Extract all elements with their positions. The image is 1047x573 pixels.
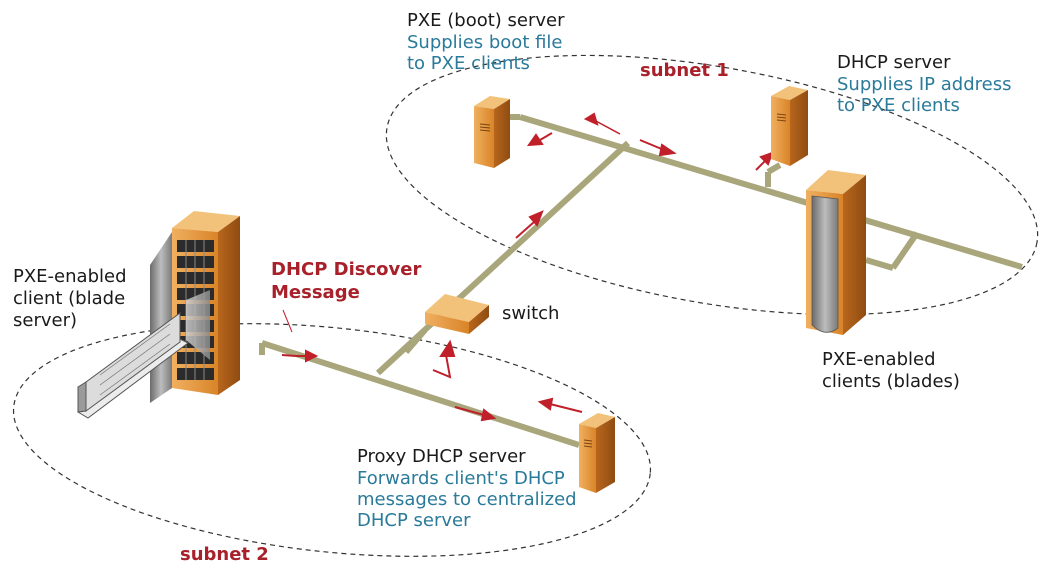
red-arrows (281, 112, 774, 422)
blade-server-icon (77, 312, 189, 419)
subnet1-boundary (385, 54, 1039, 316)
client-rack-icon (150, 211, 240, 403)
proxy-server-title: Proxy DHCP server (357, 446, 526, 467)
client-label-line3: server) (13, 310, 78, 331)
dhcp-server-title: DHCP server (837, 52, 951, 73)
dhcp-server-desc-line1: Supplies IP address (837, 74, 1012, 95)
switch-icon (425, 294, 489, 334)
proxy-server-desc-line1: Forwards client's DHCP (357, 468, 565, 489)
pxe-server-desc-line1: Supplies boot file (407, 32, 563, 53)
switch-label: switch (502, 303, 560, 324)
pxe-server-title: PXE (boot) server (407, 10, 565, 31)
subnet2-label: subnet 2 (180, 544, 269, 565)
pxe-server-desc-line2: to PXE clients (407, 53, 530, 74)
dhcp-discover-line1: DHCP Discover (271, 259, 422, 280)
client-label-line1: PXE-enabled (13, 266, 127, 287)
network-lines (259, 114, 1023, 448)
pxe-boot-server-icon (474, 96, 510, 168)
blades-rack-icon (806, 170, 866, 335)
subnet2-boundary (12, 323, 652, 557)
blades-label-line1: PXE-enabled (822, 349, 936, 370)
proxy-server-desc-line2: messages to centralized (357, 489, 577, 510)
proxy-server-desc-line3: DHCP server (357, 510, 471, 531)
proxy-dhcp-server-icon (579, 413, 615, 493)
client-label-line2: client (blade (13, 288, 126, 309)
dhcp-server-icon (771, 86, 808, 166)
dhcp-server-desc-line2: to PXE clients (837, 95, 960, 116)
blades-label-line2: clients (blades) (822, 371, 960, 392)
dhcp-discover-line2: Message (271, 282, 360, 303)
subnet1-label: subnet 1 (640, 60, 729, 81)
